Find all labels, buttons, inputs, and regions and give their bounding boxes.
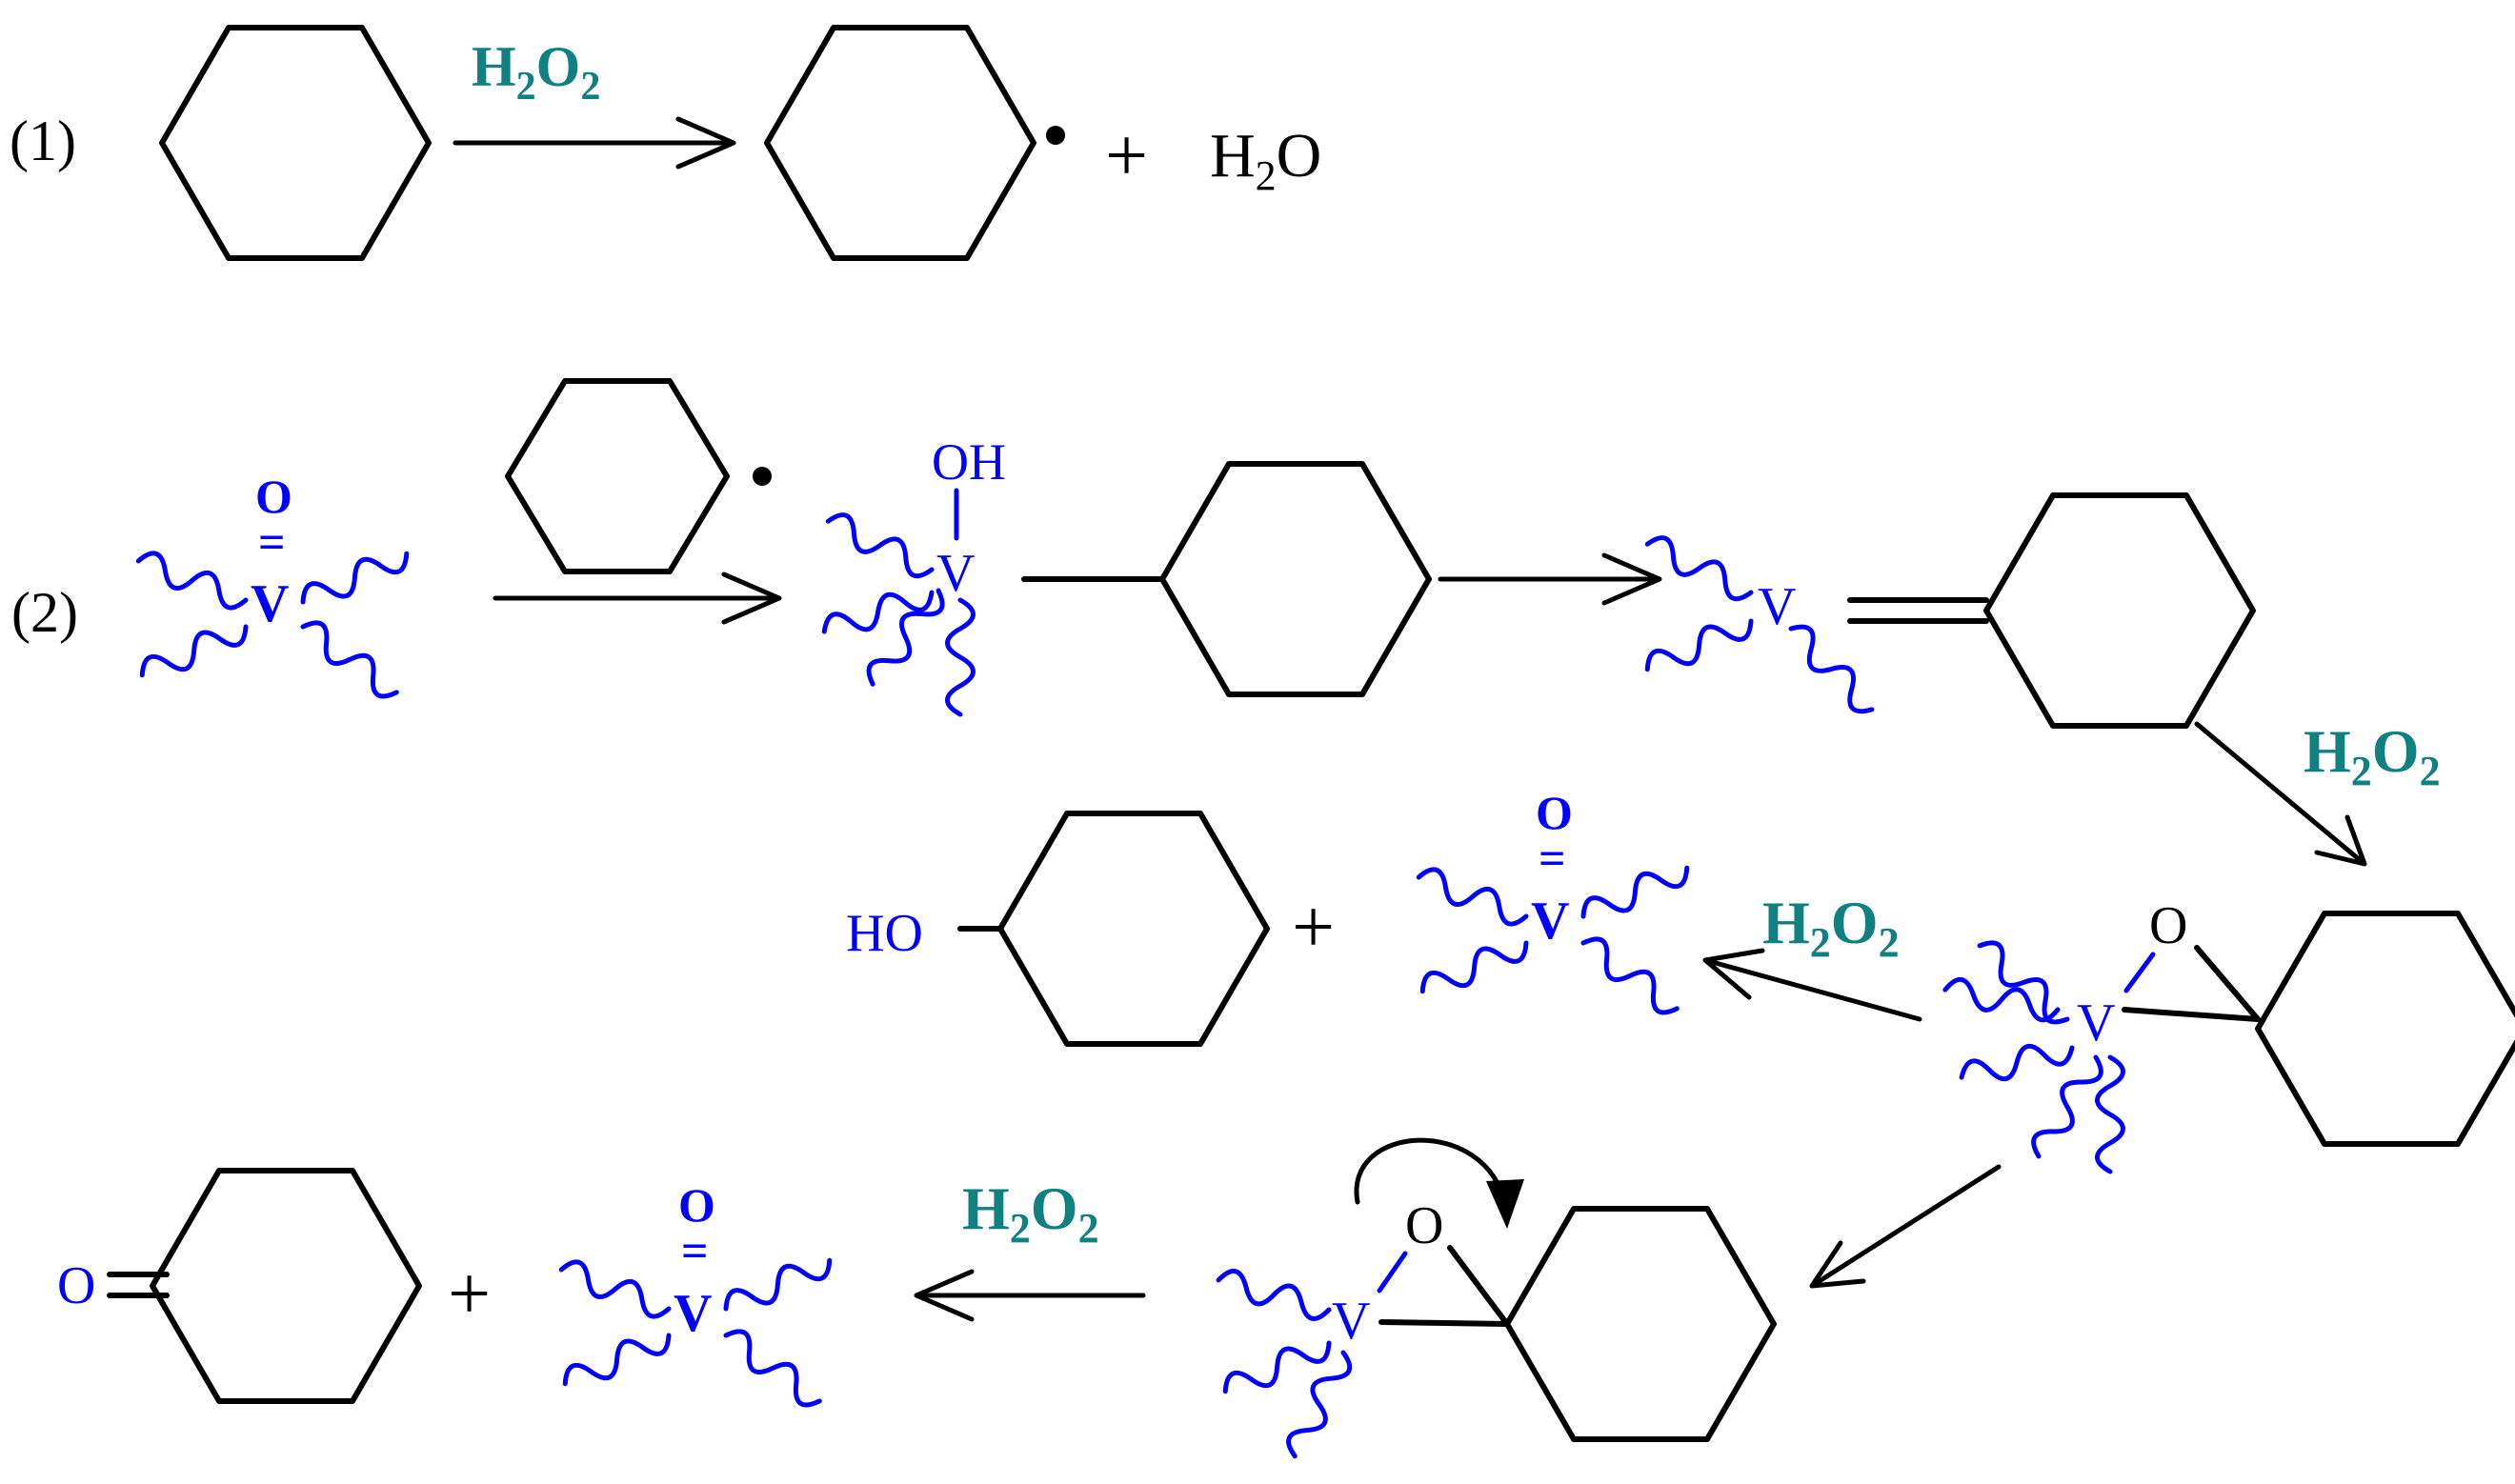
- svg-text:H2O2: H2O2: [962, 1174, 1099, 1252]
- cyclohexyl-radical-reagent: [508, 381, 772, 572]
- hydroxyl-label: HO: [846, 904, 923, 963]
- vanadium-label: V: [1758, 577, 1796, 636]
- plus-sign: +: [1105, 114, 1148, 198]
- reaction-1-arrow: [453, 116, 736, 170]
- arrow-radical-addition: [493, 572, 782, 625]
- plus-sign: +: [1292, 886, 1335, 970]
- vanadium-label: V: [251, 574, 289, 633]
- arrow-to-epoxide: [2194, 721, 2367, 867]
- oxidant-label-c: H2O2: [962, 1174, 1099, 1252]
- svg-text:H2O2: H2O2: [2304, 717, 2441, 794]
- vanadium-hydroxy-cyclohexyl: OH V: [820, 433, 1429, 714]
- radical-dot: [1046, 126, 1065, 145]
- reaction-2-label: (2): [11, 581, 78, 644]
- cyclohexanone: O: [57, 1171, 419, 1401]
- oxidant-label-1: H2O2: [472, 35, 600, 109]
- oxygen-label: O: [2149, 896, 2187, 955]
- svg-text:H2O2: H2O2: [472, 35, 600, 109]
- double-bond-label: =: [1539, 832, 1566, 885]
- svg-text:H2O: H2O: [1210, 121, 1321, 199]
- vanadium-alkylidene: V: [1642, 495, 2253, 726]
- cyclohexyl-radical: [767, 28, 1065, 258]
- reaction-1-label: (1): [10, 110, 76, 172]
- arrow-to-ketone: [914, 1269, 1146, 1322]
- hydroxyl-label: OH: [932, 433, 1006, 491]
- oxidant-label-b: H2O2: [1762, 889, 1900, 966]
- vanadyl-species-2: O = V: [1415, 786, 1693, 1019]
- svg-text:H2O2: H2O2: [1762, 889, 1900, 966]
- oxo-o-label: O: [255, 470, 292, 523]
- vanadium-oxametallacycle-1: O V: [1942, 896, 2515, 1172]
- curved-arrow-head: [1486, 1179, 1524, 1229]
- vanadyl-species-3: O = V: [557, 1178, 835, 1412]
- water-label: H2O: [1210, 121, 1321, 199]
- curved-electron-arrow: [1354, 1137, 1508, 1208]
- oxo-o-label: O: [1536, 786, 1573, 839]
- reaction-2: (2) O = V OH V: [11, 381, 2515, 1461]
- reaction-1: (1) H2O2 + H2O: [10, 28, 1321, 258]
- oxygen-label: O: [1405, 1196, 1443, 1255]
- radical-dot: [753, 467, 772, 486]
- vanadium-label: V: [674, 1284, 712, 1343]
- double-bond-label: =: [681, 1224, 709, 1277]
- arrow-to-alcohol: [1702, 948, 1922, 1022]
- arrow-to-alkylidene: [1438, 552, 1662, 606]
- arrow-to-epoxide-2: [1809, 1164, 2002, 1289]
- plus-sign: +: [448, 1253, 491, 1336]
- vanadium-label: V: [2077, 993, 2115, 1053]
- oxo-o-label: O: [678, 1178, 715, 1232]
- cyclohexanol: HO: [846, 813, 1267, 1044]
- vanadium-label: V: [1332, 1292, 1370, 1351]
- oxidant-label-a: H2O2: [2304, 717, 2441, 794]
- double-bond-label: =: [258, 515, 286, 569]
- cyclohexane-ring: [162, 28, 429, 258]
- vanadium-oxametallacycle-2: O V: [1216, 1137, 1774, 1461]
- vanadium-label: V: [1531, 892, 1569, 951]
- vanadyl-species-1: O = V: [134, 470, 412, 703]
- carbonyl-o-label: O: [57, 1256, 95, 1315]
- vanadium-label: V: [936, 544, 975, 603]
